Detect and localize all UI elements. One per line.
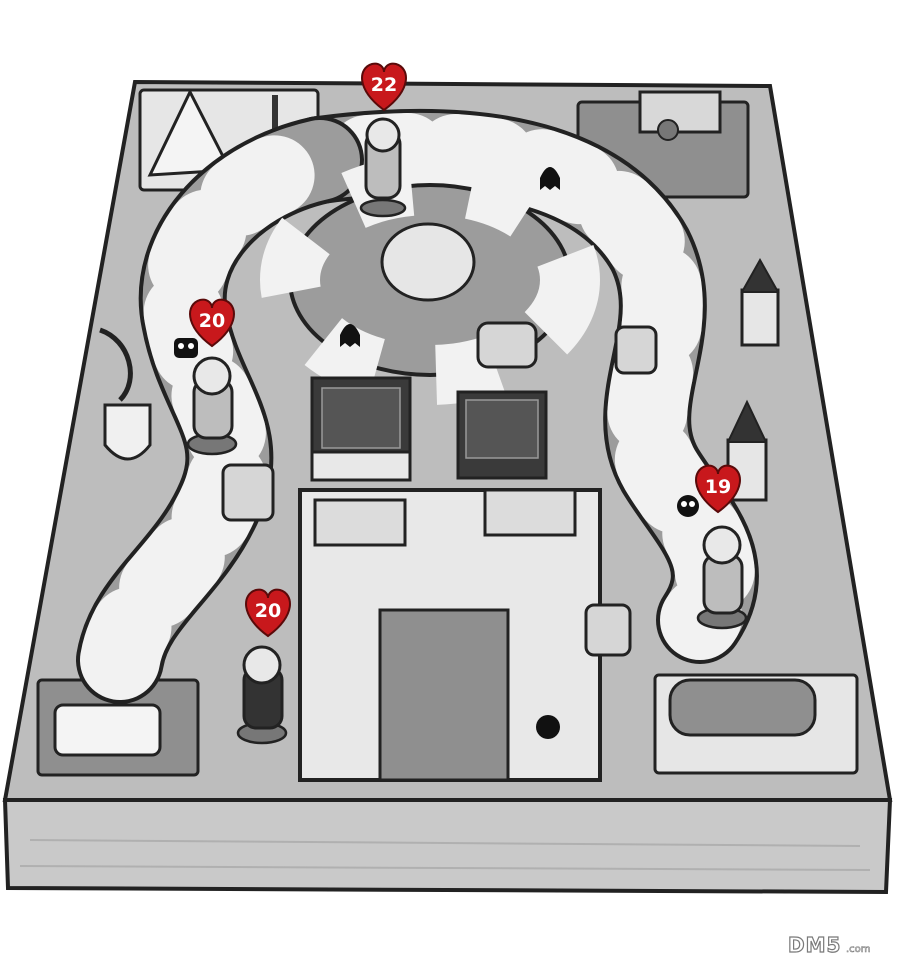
- watermark-suffix: .com: [846, 944, 871, 955]
- ghost-icon: [340, 324, 360, 347]
- walled-area: [298, 488, 602, 782]
- player-piece: [359, 117, 407, 218]
- player-2-hp-badge: 20: [189, 298, 235, 348]
- player-piece: [696, 525, 748, 630]
- heart-icon: [695, 464, 741, 514]
- treasure-chest: [584, 603, 632, 657]
- heart-icon: [189, 298, 235, 348]
- hp-value: 20: [255, 600, 281, 622]
- hp-value: 22: [371, 74, 397, 96]
- heart-icon: [245, 588, 291, 638]
- ghost-icon: [540, 167, 560, 190]
- black-skull-icon: [536, 715, 560, 739]
- skull-icon: [174, 338, 198, 358]
- treasure-chest: [614, 325, 658, 375]
- hp-value: 20: [199, 310, 225, 332]
- tower-decoration: [740, 257, 780, 347]
- watermark-brand: DM5: [788, 933, 841, 957]
- corner-log-campfire: [653, 673, 859, 775]
- card-deck-right: [456, 390, 548, 480]
- skeleton-decoration: [99, 327, 152, 461]
- player-piece: [186, 356, 238, 456]
- player-piece: [236, 645, 288, 745]
- treasure-chest: [476, 321, 538, 369]
- heart-icon: [361, 62, 407, 112]
- player-4-hp-badge: 20: [245, 588, 291, 638]
- watermark: DM5 .com: [787, 932, 871, 957]
- hp-value: 19: [705, 476, 731, 498]
- skull-icon: [677, 495, 699, 517]
- treasure-chest: [221, 463, 275, 522]
- card-deck-left: [310, 376, 412, 482]
- player-3-hp-badge: 19: [695, 464, 741, 514]
- player-1-hp-badge: 22: [361, 62, 407, 112]
